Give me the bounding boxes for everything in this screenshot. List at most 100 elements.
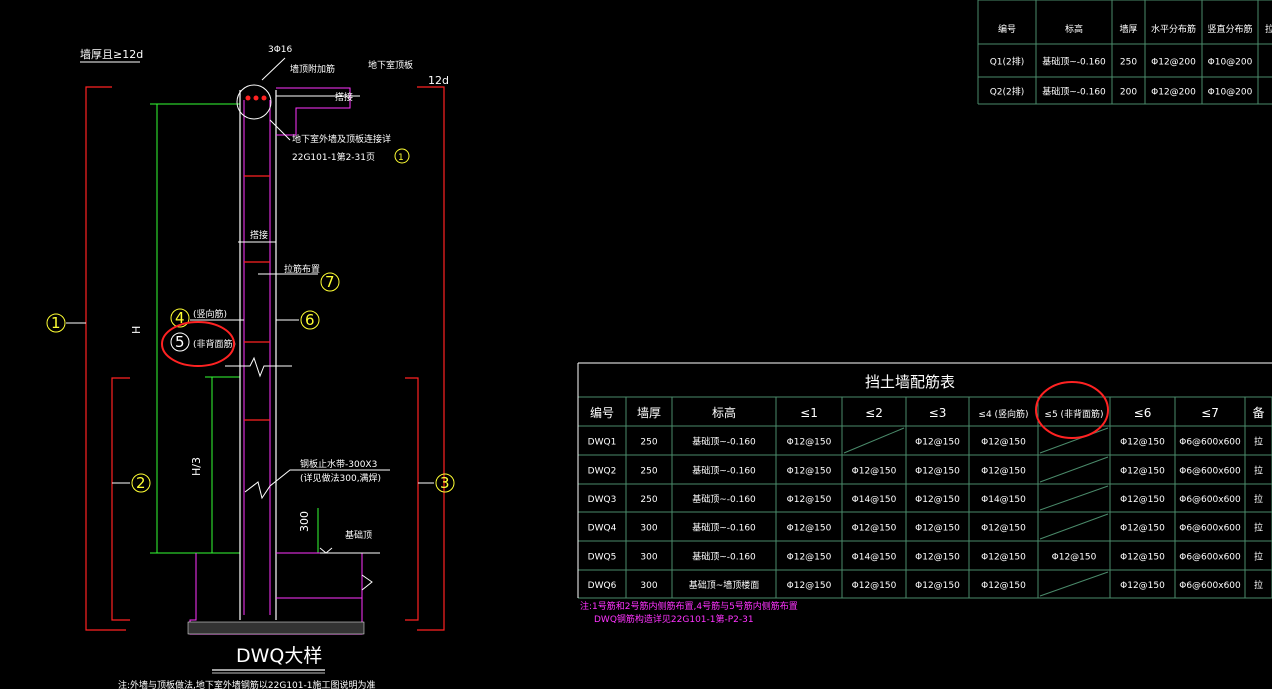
- highlight-callout-5: [161, 321, 235, 367]
- table-main-cell: Φ12@150: [787, 467, 832, 477]
- table-main-header: 墙厚: [637, 406, 661, 420]
- table-main-header: 标高: [712, 405, 736, 420]
- table-main-cell: Φ12@150: [787, 581, 832, 591]
- slab-outline: [276, 87, 351, 136]
- table-main-cell: 拉: [1254, 522, 1263, 534]
- table-main-cell: 拉: [1254, 493, 1263, 505]
- table-main-cell: Φ12@150: [1120, 524, 1165, 534]
- svg-text:5: 5: [175, 333, 185, 351]
- table-main-header: ≤3: [929, 406, 947, 420]
- table-main-cell: DWQ4: [588, 524, 617, 534]
- table-main-cell: 拉: [1254, 465, 1263, 477]
- slab-label: 地下室顶板: [368, 59, 413, 71]
- callout-1[interactable]: 1: [46, 313, 66, 333]
- tie-label: 拉筋布置: [284, 263, 320, 275]
- waterstop-label2: (详见做法300,满焊): [300, 472, 381, 484]
- detail-title: DWQ大样: [236, 645, 322, 667]
- table-main-cell: Φ12@150: [981, 553, 1026, 563]
- table-main-cell: Φ6@600x600: [1179, 438, 1241, 448]
- table-main-cell: Φ12@150: [981, 467, 1026, 477]
- table-main-cell: 基础顶~-0.160: [692, 522, 756, 534]
- table-main-cell: 基础顶~-0.160: [692, 551, 756, 563]
- table-main-cell: Φ12@150: [852, 581, 897, 591]
- table-main-cell: Φ12@150: [915, 438, 960, 448]
- table-top-cell: 250: [1120, 58, 1137, 68]
- table-top: 编号标高墙厚水平分布筋竖直分布筋拉筋Q1(2排)基础顶~-0.160250Φ12…: [977, 0, 1272, 105]
- callout-3[interactable]: 3: [435, 473, 455, 493]
- svg-text:7: 7: [325, 273, 335, 291]
- break-symbol: [225, 356, 292, 378]
- table-top-header: 竖直分布筋: [1207, 23, 1252, 35]
- table-top-header: 编号: [998, 23, 1016, 35]
- table-main-cell: 基础顶~-0.160: [692, 465, 756, 477]
- table-main-cell: Φ12@150: [981, 581, 1026, 591]
- table-main-cell: Φ12@150: [852, 524, 897, 534]
- table-main-cell: Φ6@600x600: [1179, 524, 1241, 534]
- table-main-cell: Φ12@150: [915, 524, 960, 534]
- table-top-cell: Φ12@200: [1151, 58, 1196, 68]
- callout-5[interactable]: 5: [170, 332, 190, 352]
- table-main-cell: Φ12@150: [1120, 553, 1165, 563]
- table-main-cell: Φ12@150: [1120, 495, 1165, 505]
- table-top-header: 拉筋: [1265, 23, 1272, 35]
- svg-text:1: 1: [51, 314, 61, 332]
- table-top-cell: Φ12@200: [1151, 88, 1196, 98]
- table-top-header: 水平分布筋: [1151, 23, 1196, 35]
- table-main-cell: 250: [640, 495, 657, 505]
- table-main-cell: DWQ3: [588, 495, 617, 505]
- callout-7[interactable]: 7: [320, 272, 340, 292]
- table-main-cell: Φ14@150: [981, 495, 1026, 505]
- svg-text:3: 3: [440, 474, 450, 492]
- table-main-cell: Φ12@150: [981, 438, 1026, 448]
- callout-4[interactable]: 4: [170, 308, 190, 328]
- tie-marks: [244, 175, 270, 421]
- table-main-cell: Φ6@600x600: [1179, 495, 1241, 505]
- table-main-cell: DWQ2: [588, 467, 617, 477]
- table-main-cell: DWQ5: [588, 553, 617, 563]
- lap-label: 搭接: [335, 91, 353, 103]
- wall-thick-note: 墙厚且≥12d: [80, 47, 143, 61]
- table-main-cell: Φ12@150: [1120, 438, 1165, 448]
- table-main-cell: 300: [640, 524, 657, 534]
- rebar-top-label: 3Φ16: [268, 45, 293, 55]
- table-main-cell: Φ12@150: [981, 524, 1026, 534]
- table-top-cell: Φ10@200: [1208, 58, 1253, 68]
- empty-cell-slash: [1039, 485, 1109, 511]
- table-main-cell: Φ12@150: [915, 495, 960, 505]
- callout-1-ref[interactable]: 1: [394, 148, 410, 164]
- rebar-2-outline: [111, 377, 130, 621]
- waterstop-label: 钢板止水带-300X3: [300, 458, 377, 470]
- svg-text:2: 2: [136, 474, 146, 492]
- table-main-cell: 基础顶~-0.160: [692, 436, 756, 448]
- table-top-cell: 200: [1120, 88, 1137, 98]
- table-main-cell: Φ12@150: [787, 438, 832, 448]
- table-top-header: 墙厚: [1119, 23, 1137, 35]
- inner-h-label: (非背面筋): [193, 338, 236, 350]
- dim-H3: H/3: [190, 457, 203, 476]
- table-main-cell: 250: [640, 467, 657, 477]
- top-detail-circle: [236, 84, 272, 120]
- table-main-cell: Φ6@600x600: [1179, 553, 1241, 563]
- foundation-label: 基础顶: [345, 529, 372, 541]
- callout-6[interactable]: 6: [300, 310, 320, 330]
- table-main-cell: 300: [640, 581, 657, 591]
- ref-22g101: 22G101-1第2-31页: [292, 151, 375, 163]
- table-main-cell: Φ6@600x600: [1179, 581, 1241, 591]
- foundation-hatch: [187, 621, 365, 635]
- table-main-cell: Φ12@150: [787, 553, 832, 563]
- table-main-header: 备: [1252, 406, 1264, 420]
- table-main-cell: Φ14@150: [852, 553, 897, 563]
- table-main-header: 编号: [590, 405, 614, 420]
- lap2-label: 搭接: [250, 229, 268, 241]
- empty-cell-slash: [843, 427, 905, 454]
- table-note-1: 注:1号筋和2号筋内侧筋布置,4号筋与5号筋内侧筋布置: [580, 600, 798, 612]
- table-main-cell: Φ12@150: [1120, 467, 1165, 477]
- callout-2[interactable]: 2: [131, 473, 151, 493]
- dim-300: 300: [298, 511, 311, 532]
- table-main-header: ≤5 (非背面筋): [1044, 408, 1103, 420]
- rebar-3-outline: [417, 86, 445, 631]
- table-main-cell: 300: [640, 553, 657, 563]
- slab-connection-label: 地下室外墙及顶板连接详: [292, 133, 391, 145]
